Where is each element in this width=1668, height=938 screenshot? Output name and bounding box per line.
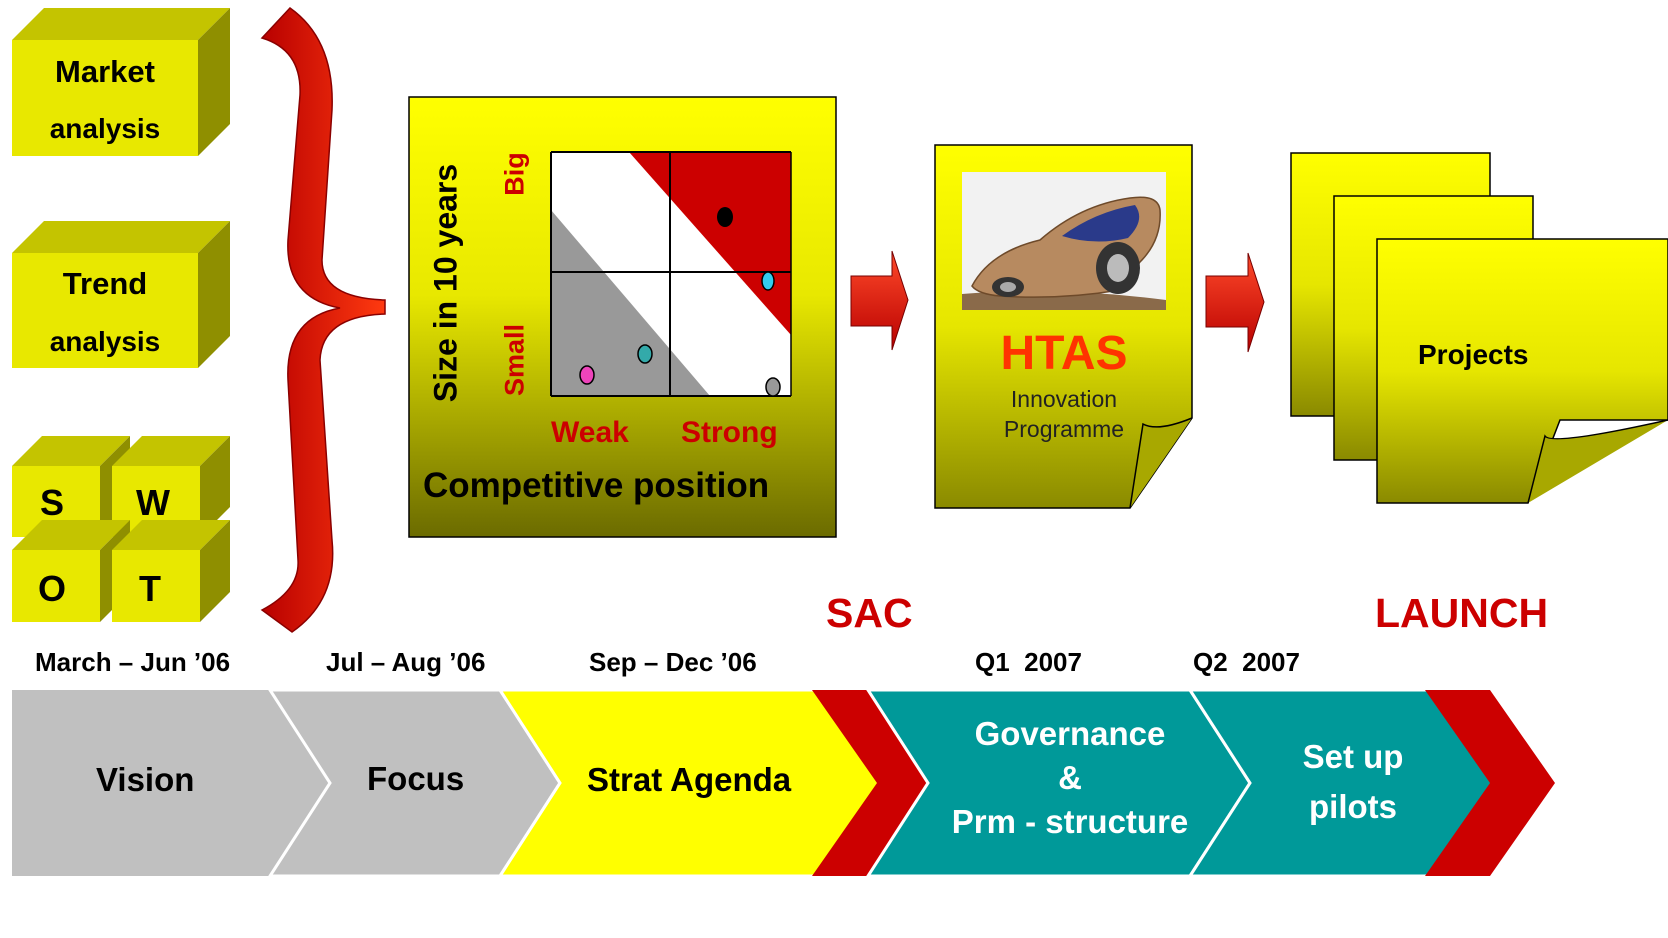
bubble-magenta <box>579 365 595 385</box>
swot-t: T <box>139 568 161 609</box>
matrix-y-small: Small <box>499 323 530 397</box>
date-5: Q2 2007 <box>1193 647 1300 677</box>
htas-sub1: Innovation <box>1010 386 1118 412</box>
htas-sub2: Programme <box>1003 416 1125 442</box>
milestone-sac: SAC <box>826 590 913 636</box>
milestone-launch: LAUNCH <box>1375 590 1549 636</box>
trend-label: Trend <box>62 266 148 301</box>
bubble-blue <box>761 271 775 291</box>
curly-brace <box>260 7 386 633</box>
swot-o: O <box>38 568 67 609</box>
date-4: Q1 2007 <box>975 647 1082 677</box>
matrix-y-axis-label: Size in 10 years <box>427 163 464 403</box>
matrix-x-weak: Weak <box>551 416 629 449</box>
timeline-chevrons <box>12 688 1555 878</box>
matrix-x-strong: Strong <box>681 416 778 449</box>
matrix-y-big: Big <box>499 152 530 196</box>
phase-strat-agenda: Strat Agenda <box>587 761 792 798</box>
projects-stack <box>1290 152 1668 504</box>
htas-title: HTAS <box>1000 327 1128 380</box>
swot-cubes <box>12 436 230 622</box>
arrow-right-2 <box>1205 252 1265 353</box>
red-chevron-launch <box>1425 690 1555 876</box>
market-sub-label: analysis <box>49 113 161 144</box>
concept-car-image <box>962 172 1166 310</box>
trend-sub-label: analysis <box>49 326 161 357</box>
portfolio-matrix <box>550 151 792 397</box>
trend-analysis-box <box>12 221 230 368</box>
matrix-x-axis-label: Competitive position <box>423 466 770 505</box>
date-3: Sep – Dec ’06 <box>589 647 757 677</box>
market-label: Market <box>55 54 155 89</box>
phase-pilots-line1: Set up <box>1302 738 1404 775</box>
market-analysis-box <box>12 8 230 156</box>
phase-vision: Vision <box>96 761 195 798</box>
projects-label: Projects <box>1418 339 1529 370</box>
phase-governance-line3: Prm - structure <box>951 803 1189 840</box>
phase-governance-line1: Governance <box>974 715 1166 752</box>
bubble-grey <box>765 377 781 397</box>
date-1: March – Jun ’06 <box>35 647 231 677</box>
date-2: Jul – Aug ’06 <box>326 647 486 677</box>
bubble-black <box>717 207 733 227</box>
phase-governance-line2: & <box>1058 759 1082 796</box>
phase-pilots-line2: pilots <box>1309 788 1397 825</box>
swot-s: S <box>40 482 65 523</box>
bubble-teal <box>637 344 653 364</box>
swot-w: W <box>136 482 170 523</box>
phase-focus: Focus <box>367 760 465 797</box>
arrow-right-1 <box>850 250 909 351</box>
